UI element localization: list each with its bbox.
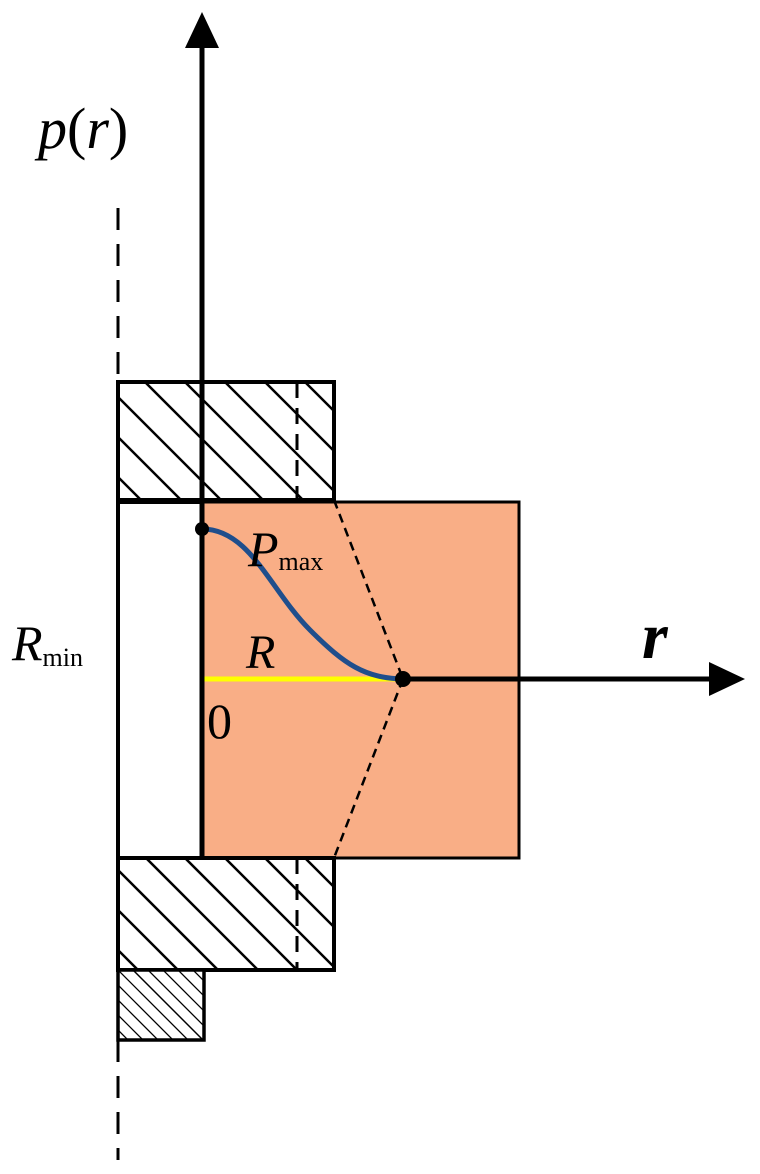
p-max-label: Pmax: [247, 521, 323, 577]
p-axis-label: p(r): [34, 96, 128, 161]
p-axis-arrowhead: [185, 12, 219, 48]
ejector-block: [116, 968, 206, 1042]
r-radius-label: R: [245, 626, 275, 679]
r-axis-arrowhead: [709, 662, 745, 696]
lower-shear-line: [332, 678, 405, 859]
pressure-curve: [201, 526, 404, 682]
r-point: [395, 671, 411, 687]
die-opening: [116, 500, 204, 860]
upper-die: [116, 380, 336, 502]
origin-label: 0: [207, 693, 232, 749]
r-axis-label: r: [642, 600, 669, 673]
r-min-label: Rmin: [11, 615, 83, 672]
upper-shear-line: [332, 499, 405, 680]
p-max-point: [195, 522, 209, 536]
